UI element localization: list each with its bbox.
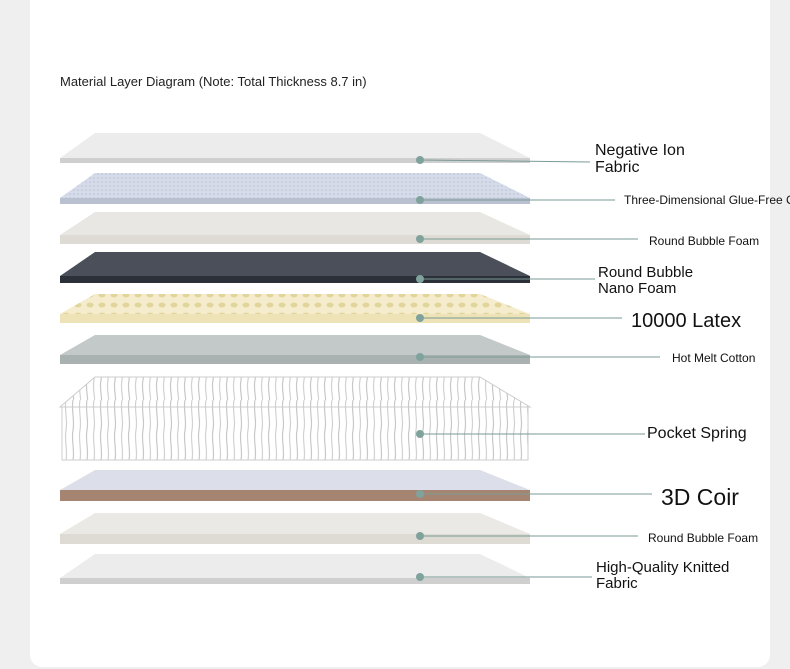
label-line-1: High-Quality Knitted [596, 559, 730, 576]
label-round-bubble-foam-bottom: Round Bubble Foam [648, 532, 758, 545]
layer-round-bubble-foam-top [60, 212, 530, 244]
layer-3d-coir [60, 470, 530, 501]
label-round-bubble-nano-foam: Round Bubble Nano Foam [598, 265, 693, 297]
label-latex: 10000 Latex [631, 311, 741, 332]
label-knitted-fabric: High-Quality Knitted Fabric [596, 560, 729, 592]
leader-lines [419, 159, 660, 578]
label-hot-melt-cotton: Hot Melt Cotton [672, 352, 755, 365]
label-line-1: Hot Melt Cotton [672, 351, 756, 365]
layer-latex [60, 294, 530, 323]
layer-knitted-fabric [60, 554, 530, 584]
layer-round-bubble-nano-foam [60, 252, 530, 283]
layer-pocket-spring [58, 376, 532, 461]
label-line-1: Round Bubble [598, 264, 694, 281]
label-line-2: Fabric [595, 158, 640, 176]
label-3d-glue-free: Three-Dimensional Glue-Free C [624, 194, 790, 207]
label-line-1: Round Bubble Foam [649, 234, 760, 248]
label-line-1: Negative Ion [595, 142, 685, 159]
label-pocket-spring: Pocket Spring [647, 425, 747, 443]
label-negative-ion-fabric: Negative Ion Fabric [595, 142, 685, 177]
label-line-1: Three-Dimensional Glue-Free C [624, 193, 790, 207]
layer-3d-glue-free [60, 173, 530, 204]
label-round-bubble-foam-top: Round Bubble Foam [649, 235, 759, 248]
layer-round-bubble-foam-bottom [60, 513, 530, 544]
layer-negative-ion-fabric [60, 133, 530, 163]
label-3d-coir: 3D Coir [661, 485, 739, 509]
label-line-1: Round Bubble Foam [648, 531, 759, 545]
layer-hot-melt-cotton [60, 335, 530, 364]
diagram-title: Material Layer Diagram (Note: Total Thic… [60, 74, 367, 89]
label-line-2: Nano Foam [598, 279, 677, 297]
label-line-1: 3D Coir [661, 484, 739, 510]
leader-dots [416, 156, 424, 581]
label-line-1: 10000 Latex [631, 310, 742, 332]
label-line-2: Fabric [596, 574, 638, 592]
label-line-1: Pocket Spring [647, 425, 747, 442]
